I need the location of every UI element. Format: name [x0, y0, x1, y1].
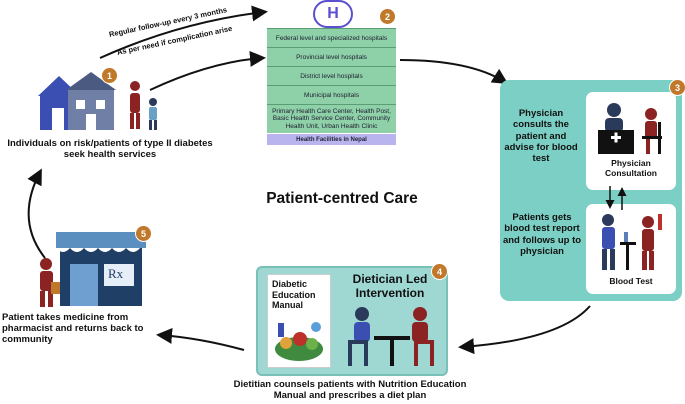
consultation-box: Physician Consultation: [586, 92, 676, 190]
step-4-label: Dietitian counsels patients with Nutriti…: [233, 379, 467, 401]
step-5-label: Patient takes medicine from pharmacist a…: [2, 312, 144, 345]
physician-consultation-icon: [598, 103, 662, 154]
rx-sign: Rx: [108, 266, 124, 281]
hospital-icon: H: [313, 0, 353, 28]
dietician-title: Dietician Led Intervention: [352, 272, 428, 300]
arrow-followup: [99, 5, 268, 59]
tier-municipal: Municipal hospitals: [267, 85, 396, 105]
arrow-complication: [149, 50, 266, 91]
step-5-badge: 5: [136, 226, 151, 241]
consult-blood-arrows: [605, 186, 627, 210]
consult-text: Physician consults the patient and advis…: [504, 108, 578, 165]
arrow-to-community: [27, 168, 46, 259]
arrow-to-pharmacy: [156, 327, 245, 351]
blood-caption: Blood Test: [609, 276, 653, 286]
pharmacy-icon: [40, 232, 146, 307]
arrow-to-physician: [399, 59, 509, 85]
blood-test-box: Blood Test: [586, 204, 676, 294]
page-title: Patient-centred Care: [266, 190, 418, 207]
physician-blood-test-panel: Physician consults the patient and advis…: [500, 80, 682, 301]
counselling-icon: [348, 307, 434, 366]
consult-caption: Physician Consultation: [605, 158, 657, 178]
tier-federal: Federal level and specialized hospitals: [267, 28, 396, 48]
step-3-badge: 3: [670, 80, 685, 95]
tier-district: District level hospitals: [267, 66, 396, 86]
community-houses-icon: [38, 72, 157, 130]
tier-provincial: Provincial level hospitals: [267, 47, 396, 67]
blood-text: Patients gets blood test report and foll…: [502, 212, 582, 257]
arrow-to-dietician: [458, 305, 591, 355]
step-1-badge: 1: [102, 68, 117, 83]
step-1-label: Individuals on risk/patients of type II …: [7, 138, 213, 160]
education-manual: Diabetic Education Manual: [267, 274, 331, 368]
health-facilities-pyramid: Federal level and specialized hospitals …: [267, 0, 396, 145]
tier-primary: Primary Health Care Center, Health Post,…: [267, 104, 396, 133]
blood-test-icon: [602, 214, 662, 270]
book-title: Diabetic Education Manual: [272, 279, 316, 310]
step-2-badge: 2: [380, 9, 395, 24]
step-4-badge: 4: [432, 264, 447, 279]
dietician-panel: Diabetic Education Manual Dietician Led …: [256, 266, 448, 376]
health-facilities-footer: Health Facilities in Nepal: [267, 134, 396, 145]
food-bowl-icon: [275, 322, 323, 361]
